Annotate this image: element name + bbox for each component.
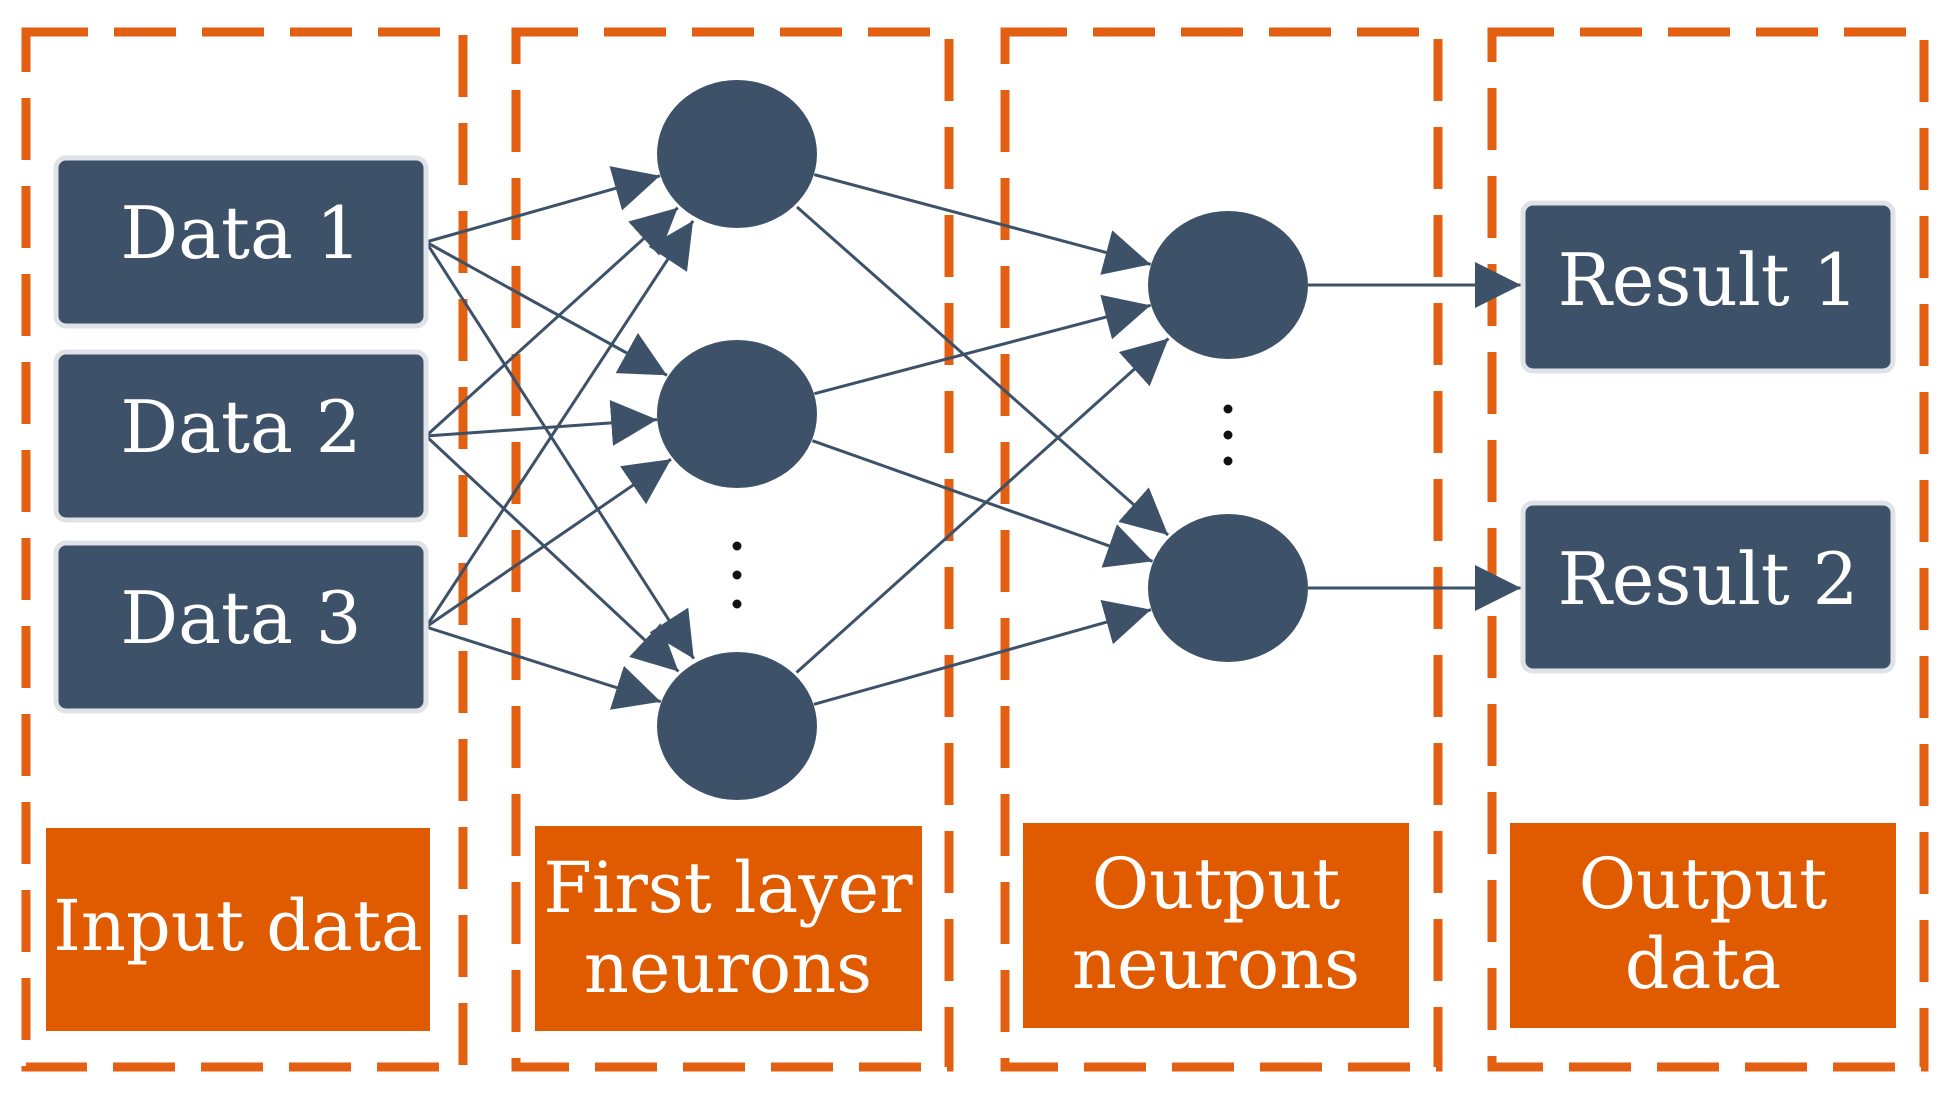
input-data-1-box <box>53 155 429 329</box>
result-2-box <box>1520 500 1896 674</box>
edge-input-3-to-hidden-1 <box>424 220 695 628</box>
output-neurons-column-frame <box>1000 27 1443 1072</box>
output-neuron-1 <box>1148 211 1308 359</box>
input-data-2-box <box>53 349 429 523</box>
result-1-box <box>1520 200 1896 374</box>
first-layer-neurons-label-box <box>535 826 922 1031</box>
hidden-ellipsis <box>732 541 742 609</box>
output-data-label-line-2: data <box>1625 923 1781 1005</box>
edge-input-1-to-hidden-3 <box>424 241 696 660</box>
output-neurons-label-box <box>1023 823 1409 1028</box>
edge-hidden-2-to-output-2 <box>811 439 1154 568</box>
output-data-column-frame <box>1487 27 1929 1072</box>
output-neurons-label-line-1: Output <box>1092 843 1341 925</box>
result-2-label: Result 2 <box>1558 537 1859 621</box>
hidden-neuron-3 <box>657 652 817 800</box>
input-data-1-label: Data 1 <box>120 191 361 275</box>
input-data-label-box <box>46 828 430 1031</box>
first-layer-neurons-label-line-2: neurons <box>584 927 872 1009</box>
edge-input-1-to-hidden-1 <box>425 166 661 244</box>
input-data-label: Input data <box>53 885 422 967</box>
output-data-label-box <box>1510 823 1896 1028</box>
input-data-3-box <box>53 540 429 714</box>
output-neuron-2 <box>1148 514 1308 662</box>
edge-hidden-3-to-output-1 <box>795 337 1170 674</box>
edge-hidden-3-to-output-2 <box>813 599 1152 706</box>
edge-input-3-to-hidden-2 <box>425 457 672 629</box>
input-data-3-label: Data 3 <box>120 576 361 660</box>
hidden-column-frame <box>511 27 954 1072</box>
hidden-neuron-1 <box>657 80 817 228</box>
hidden-neuron-2 <box>657 340 817 488</box>
output-ellipsis <box>1223 404 1233 466</box>
edge-input-2-to-hidden-1 <box>424 206 679 438</box>
first-layer-neurons-label-line-1: First layer <box>543 847 913 929</box>
output-data-label-line-1: Output <box>1579 843 1828 925</box>
output-neurons-label-line-2: neurons <box>1072 923 1360 1005</box>
edge-hidden-2-to-output-1 <box>813 294 1152 396</box>
edge-input-2-to-hidden-3 <box>424 434 680 673</box>
input-data-2-label: Data 2 <box>120 385 361 469</box>
edge-input-3-to-hidden-3 <box>425 625 662 710</box>
edge-input-2-to-hidden-2 <box>425 399 658 446</box>
edge-hidden-1-to-output-2 <box>795 205 1170 537</box>
input-column-frame <box>21 27 468 1072</box>
edge-hidden-1-to-output-1 <box>813 173 1152 275</box>
result-1-label: Result 1 <box>1558 238 1859 322</box>
connections-layer <box>424 166 1521 710</box>
edge-input-1-to-hidden-2 <box>425 240 668 377</box>
